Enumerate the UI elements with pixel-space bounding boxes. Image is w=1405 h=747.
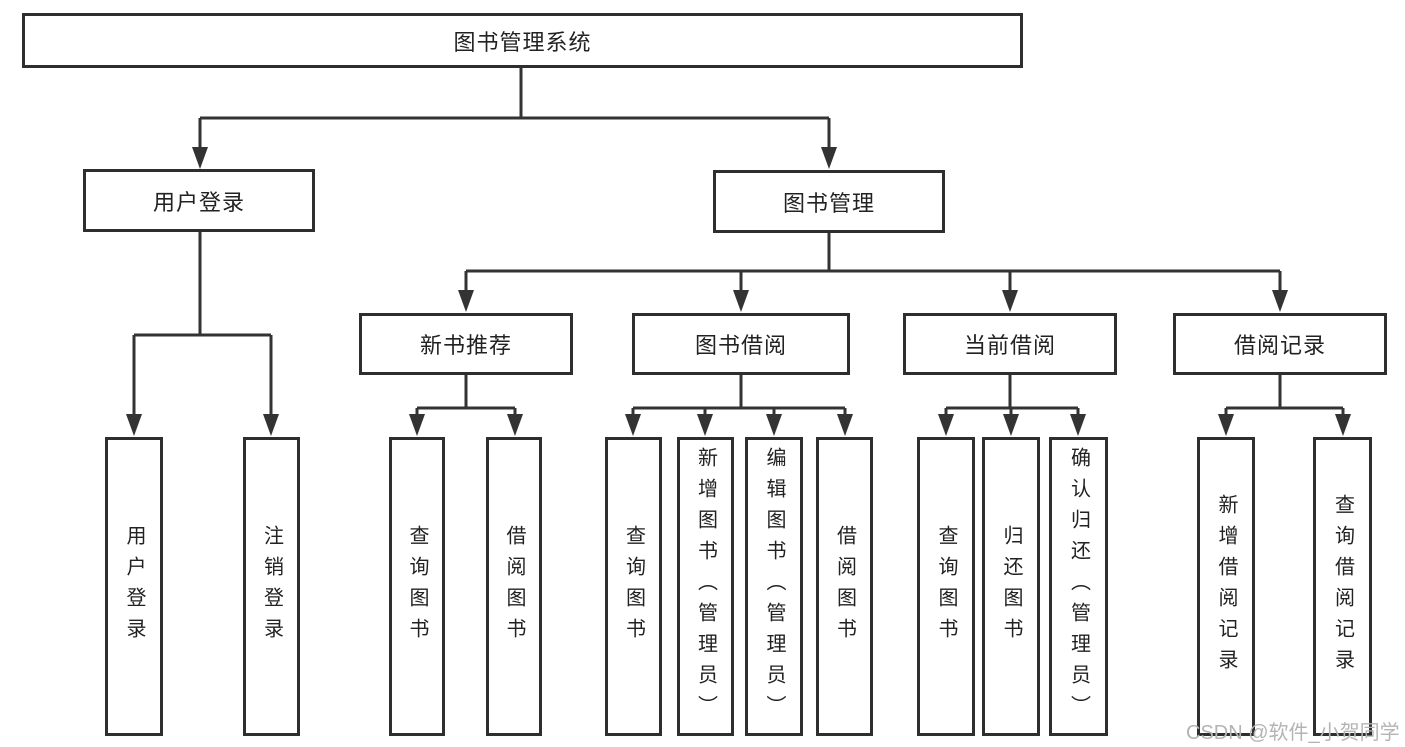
- leaf-borrow-books-borrowing: 借阅图书: [816, 437, 873, 736]
- connector-records-to-leaves: [1224, 375, 1345, 415]
- leaf-query-books-borrowing: 查询图书: [605, 437, 662, 736]
- connector-borrowing-to-leaves: [631, 375, 847, 415]
- connector-userlogin-to-leaves: [132, 232, 273, 415]
- node-user-login-label: 用户登录: [152, 189, 245, 215]
- node-borrowing-records-label: 借阅记录: [1233, 333, 1326, 358]
- leaf-return-books: 归还图书: [982, 437, 1040, 736]
- leaf-confirm-return-admin-label: 确认归还（管理员）: [1067, 447, 1090, 726]
- leaf-return-books-label: 归还图书: [1000, 524, 1022, 649]
- connector-current-to-leaves: [944, 375, 1080, 415]
- arrowhead: [821, 147, 837, 169]
- leaf-add-borrow-record: 新增借阅记录: [1197, 437, 1255, 736]
- node-new-book-recommendation: 新书推荐: [359, 313, 573, 375]
- leaf-add-books-admin: 新增图书（管理员）: [677, 437, 734, 736]
- arrowhead: [1070, 414, 1086, 436]
- leaf-confirm-return-admin: 确认归还（管理员）: [1049, 437, 1108, 736]
- leaf-query-books-recommend-label: 查询图书: [406, 524, 428, 649]
- arrowhead: [126, 414, 142, 436]
- arrowhead: [697, 414, 713, 436]
- leaf-query-books-borrowing-label: 查询图书: [622, 524, 645, 649]
- leaf-logout-label: 注销登录: [260, 524, 283, 649]
- leaf-query-books-current: 查询图书: [917, 437, 975, 736]
- connector-newbook-to-leaves: [415, 375, 517, 415]
- arrowhead: [507, 414, 523, 436]
- leaf-query-books-recommend: 查询图书: [389, 437, 445, 736]
- node-current-borrowing-label: 当前借阅: [963, 333, 1056, 358]
- leaf-query-borrow-record: 查询借阅记录: [1313, 437, 1372, 736]
- node-book-borrowing-label: 图书借阅: [694, 333, 787, 358]
- connector-root-to-level2: [198, 68, 831, 148]
- node-borrowing-records: 借阅记录: [1173, 313, 1387, 375]
- leaf-edit-books-admin-label: 编辑图书（管理员）: [763, 447, 785, 726]
- leaf-borrow-books-borrowing-label: 借阅图书: [833, 524, 856, 649]
- node-book-management: 图书管理: [713, 170, 945, 233]
- node-book-borrowing: 图书借阅: [632, 313, 850, 375]
- arrowhead: [263, 414, 279, 436]
- csdn-watermark: CSDN @软件_小贺同学: [1186, 722, 1400, 744]
- leaf-query-borrow-record-label: 查询借阅记录: [1331, 493, 1354, 680]
- node-current-borrowing: 当前借阅: [903, 313, 1117, 375]
- connector-bookmgmt-to-level3: [464, 233, 1282, 291]
- leaf-borrow-books-recommend: 借阅图书: [486, 437, 542, 736]
- arrowhead: [837, 414, 853, 436]
- node-new-book-recommendation-label: 新书推荐: [419, 333, 512, 358]
- arrowhead: [1002, 290, 1018, 312]
- leaf-query-books-current-label: 查询图书: [935, 524, 957, 649]
- arrowhead: [192, 147, 208, 169]
- arrowhead: [938, 414, 954, 436]
- arrowhead: [1003, 414, 1019, 436]
- arrowhead: [766, 414, 782, 436]
- leaf-user-login: 用户登录: [105, 437, 163, 736]
- leaf-borrow-books-recommend-label: 借阅图书: [503, 524, 525, 649]
- leaf-add-borrow-record-label: 新增借阅记录: [1215, 493, 1237, 680]
- leaf-user-login-label: 用户登录: [123, 524, 145, 649]
- node-library-system-label: 图书管理系统: [453, 29, 592, 55]
- arrowhead: [1218, 414, 1234, 436]
- leaf-logout: 注销登录: [243, 437, 300, 736]
- leaf-edit-books-admin: 编辑图书（管理员）: [745, 437, 803, 736]
- arrowhead: [733, 290, 749, 312]
- arrowhead: [1272, 290, 1288, 312]
- arrowhead: [409, 414, 425, 436]
- arrowhead: [1335, 414, 1351, 436]
- arrowhead: [625, 414, 641, 436]
- node-user-login: 用户登录: [83, 169, 315, 232]
- leaf-add-books-admin-label: 新增图书（管理员）: [694, 447, 717, 726]
- node-book-management-label: 图书管理: [782, 190, 875, 216]
- arrowhead: [458, 290, 474, 312]
- node-library-system: 图书管理系统: [22, 13, 1023, 68]
